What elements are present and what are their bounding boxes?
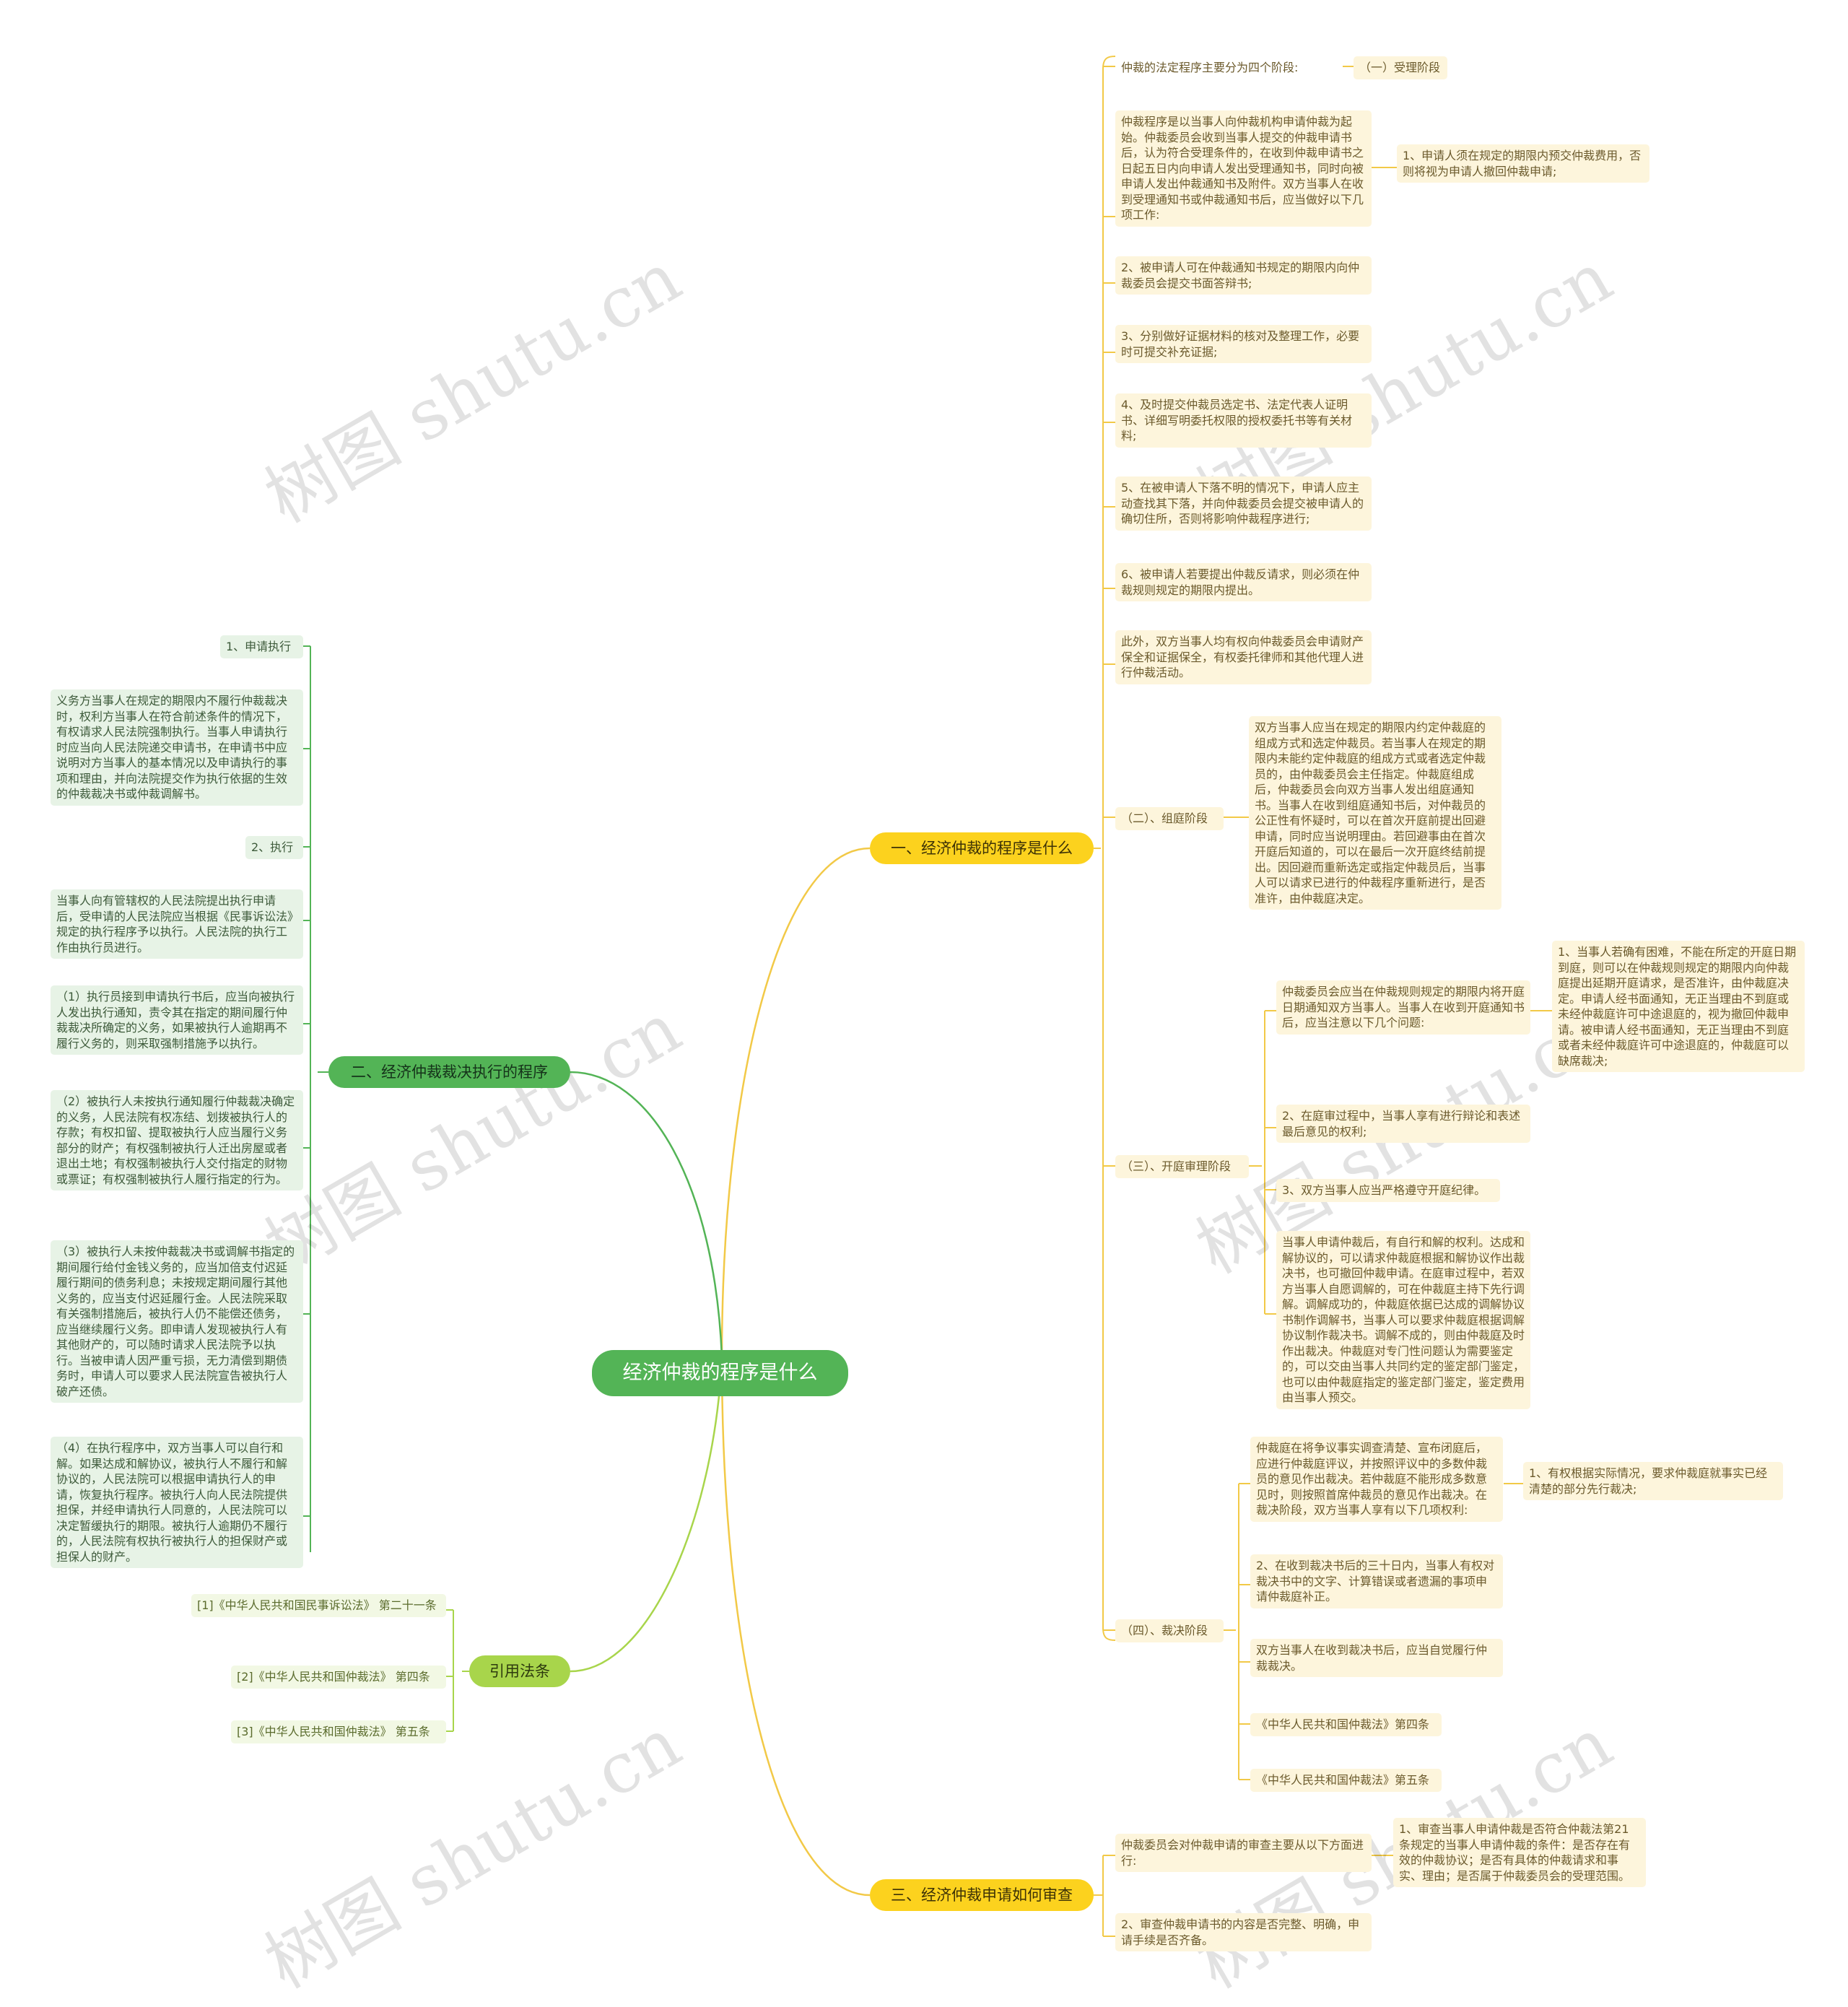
node-accept-item4[interactable]: 4、及时提交仲裁员选定书、法定代表人证明书、详细写明委托权限的授权委托书等有关材… xyxy=(1115,393,1372,448)
node-hearing-text[interactable]: 仲裁委员会应当在仲裁规则规定的期限内将开庭日期通知双方当事人。当事人在收到开庭通… xyxy=(1276,980,1530,1035)
node-accept-item5[interactable]: 5、在被申请人下落不明的情况下，申请人应主动查找其下落，并向仲裁委员会提交被申请… xyxy=(1115,476,1372,531)
node-execution-text[interactable]: 当事人向有管辖权的人民法院提出执行申请后，受申请的人民法院应当根据《民事诉讼法》… xyxy=(51,889,303,959)
node-award-item1[interactable]: 1、有权根据实际情况，要求仲裁庭就事实已经清楚的部分先行裁决; xyxy=(1523,1462,1783,1500)
node-stage-accept[interactable]: （一）受理阶段 xyxy=(1354,56,1447,79)
connector-center-branch1 xyxy=(720,847,871,1358)
node-execution-p1[interactable]: （1）执行员接到申请执行书后，应当向被执行人发出执行通知，责令其在指定的期间履行… xyxy=(51,985,303,1055)
node-execution-p2[interactable]: （2）被执行人未按执行通知履行仲裁裁决确定的义务，人民法院有权冻结、划拨被执行人… xyxy=(51,1090,303,1190)
node-execution-p4[interactable]: （4）在执行程序中，双方当事人可以自行和解。如果达成和解协议，被执行人不履行和解… xyxy=(51,1437,303,1568)
node-execution-p3[interactable]: （3）被执行人未按仲裁裁决书或调解书指定的期间履行给付金钱义务的，应当加倍支付迟… xyxy=(51,1240,303,1403)
node-stage-hearing[interactable]: （三）、开庭审理阶段 xyxy=(1115,1155,1249,1178)
node-review-item1[interactable]: 1、审查当事人申请仲裁是否符合仲裁法第21条规定的当事人申请仲裁的条件：是否存在… xyxy=(1393,1818,1646,1887)
node-accept-item2[interactable]: 2、被申请人可在仲裁通知书规定的期限内向仲裁委员会提交书面答辩书; xyxy=(1115,256,1372,295)
node-hearing-item2[interactable]: 2、在庭审过程中，当事人享有进行辩论和表述最后意见的权利; xyxy=(1276,1105,1530,1143)
node-award-item3[interactable]: 双方当事人在收到裁决书后，应当自觉履行仲裁裁决。 xyxy=(1250,1639,1503,1677)
node-award-item2[interactable]: 2、在收到裁决书后的三十日内，当事人有权对裁决书中的文字、计算错误或者遗漏的事项… xyxy=(1250,1554,1503,1608)
node-law-arbitration-4[interactable]: 《中华人民共和国仲裁法》第四条 xyxy=(1250,1713,1442,1736)
node-accept-item7[interactable]: 此外，双方当事人均有权向仲裁委员会申请财产保全和证据保全，有权委托律师和其他代理… xyxy=(1115,630,1372,684)
node-accept-item6[interactable]: 6、被申请人若要提出仲裁反请求，则必须在仲裁规则规定的期限内提出。 xyxy=(1115,563,1372,601)
node-law-arbitration-5[interactable]: 《中华人民共和国仲裁法》第五条 xyxy=(1250,1769,1442,1792)
connector-center-branch2 xyxy=(570,1071,723,1358)
node-apply-execution[interactable]: 1、申请执行 xyxy=(220,635,303,658)
node-accept-text[interactable]: 仲裁程序是以当事人向仲裁机构申请仲裁为起始。仲裁委员会收到当事人提交的仲裁申请书… xyxy=(1115,110,1372,227)
node-review-intro[interactable]: 仲裁委员会对仲裁申请的审查主要从以下方面进行: xyxy=(1115,1834,1372,1872)
citation-arbitration-5[interactable]: [3]《中华人民共和国仲裁法》 第五条 xyxy=(231,1720,446,1743)
citation-civil-procedure[interactable]: [1]《中华人民共和国民事诉讼法》 第二十一条 xyxy=(191,1594,446,1617)
center-topic[interactable]: 经济仲裁的程序是什么 xyxy=(592,1350,848,1396)
node-stage-tribunal[interactable]: （二）、组庭阶段 xyxy=(1115,807,1224,830)
node-award-text[interactable]: 仲裁庭在将争议事实调查清楚、宣布闭庭后，应进行仲裁庭评议，并按照评议中的多数仲裁… xyxy=(1250,1437,1503,1522)
branch-citations[interactable]: 引用法条 xyxy=(469,1655,570,1687)
connector-center-branch3 xyxy=(570,1357,723,1673)
node-accept-item1[interactable]: 1、申请人须在规定的期限内预交仲裁费用，否则将视为申请人撤回仲裁申请; xyxy=(1397,144,1649,183)
citation-arbitration-4[interactable]: [2]《中华人民共和国仲裁法》 第四条 xyxy=(231,1666,446,1689)
node-hearing-item3[interactable]: 3、双方当事人应当严格遵守开庭纪律。 xyxy=(1276,1179,1500,1202)
connector-center-branch4 xyxy=(720,1357,871,1897)
node-apply-execution-text[interactable]: 义务方当事人在规定的期限内不履行仲裁裁决时，权利方当事人在符合前述条件的情况下，… xyxy=(51,689,303,806)
node-stages-intro[interactable]: 仲裁的法定程序主要分为四个阶段: xyxy=(1121,61,1299,74)
node-tribunal-text[interactable]: 双方当事人应当在规定的期限内约定仲裁庭的组成方式和选定仲裁员。若当事人在规定的期… xyxy=(1249,716,1502,910)
branch-review[interactable]: 三、经济仲裁申请如何审查 xyxy=(870,1879,1094,1911)
branch-procedure[interactable]: 一、经济仲裁的程序是什么 xyxy=(870,832,1094,864)
branch-execution[interactable]: 二、经济仲裁裁决执行的程序 xyxy=(328,1056,570,1088)
node-accept-item3[interactable]: 3、分别做好证据材料的核对及整理工作，必要时可提交补充证据; xyxy=(1115,325,1372,363)
node-execution[interactable]: 2、执行 xyxy=(245,836,303,859)
node-stage-award[interactable]: （四）、裁决阶段 xyxy=(1115,1619,1224,1642)
node-hearing-item1[interactable]: 1、当事人若确有困难，不能在所定的开庭日期到庭，则可以在仲裁规则规定的期限内向仲… xyxy=(1552,941,1805,1072)
node-hearing-item4[interactable]: 当事人申请仲裁后，有自行和解的权利。达成和解协议的，可以请求仲裁庭根据和解协议作… xyxy=(1276,1231,1530,1409)
node-review-item2[interactable]: 2、审查仲裁申请书的内容是否完整、明确，申请手续是否齐备。 xyxy=(1115,1913,1372,1951)
